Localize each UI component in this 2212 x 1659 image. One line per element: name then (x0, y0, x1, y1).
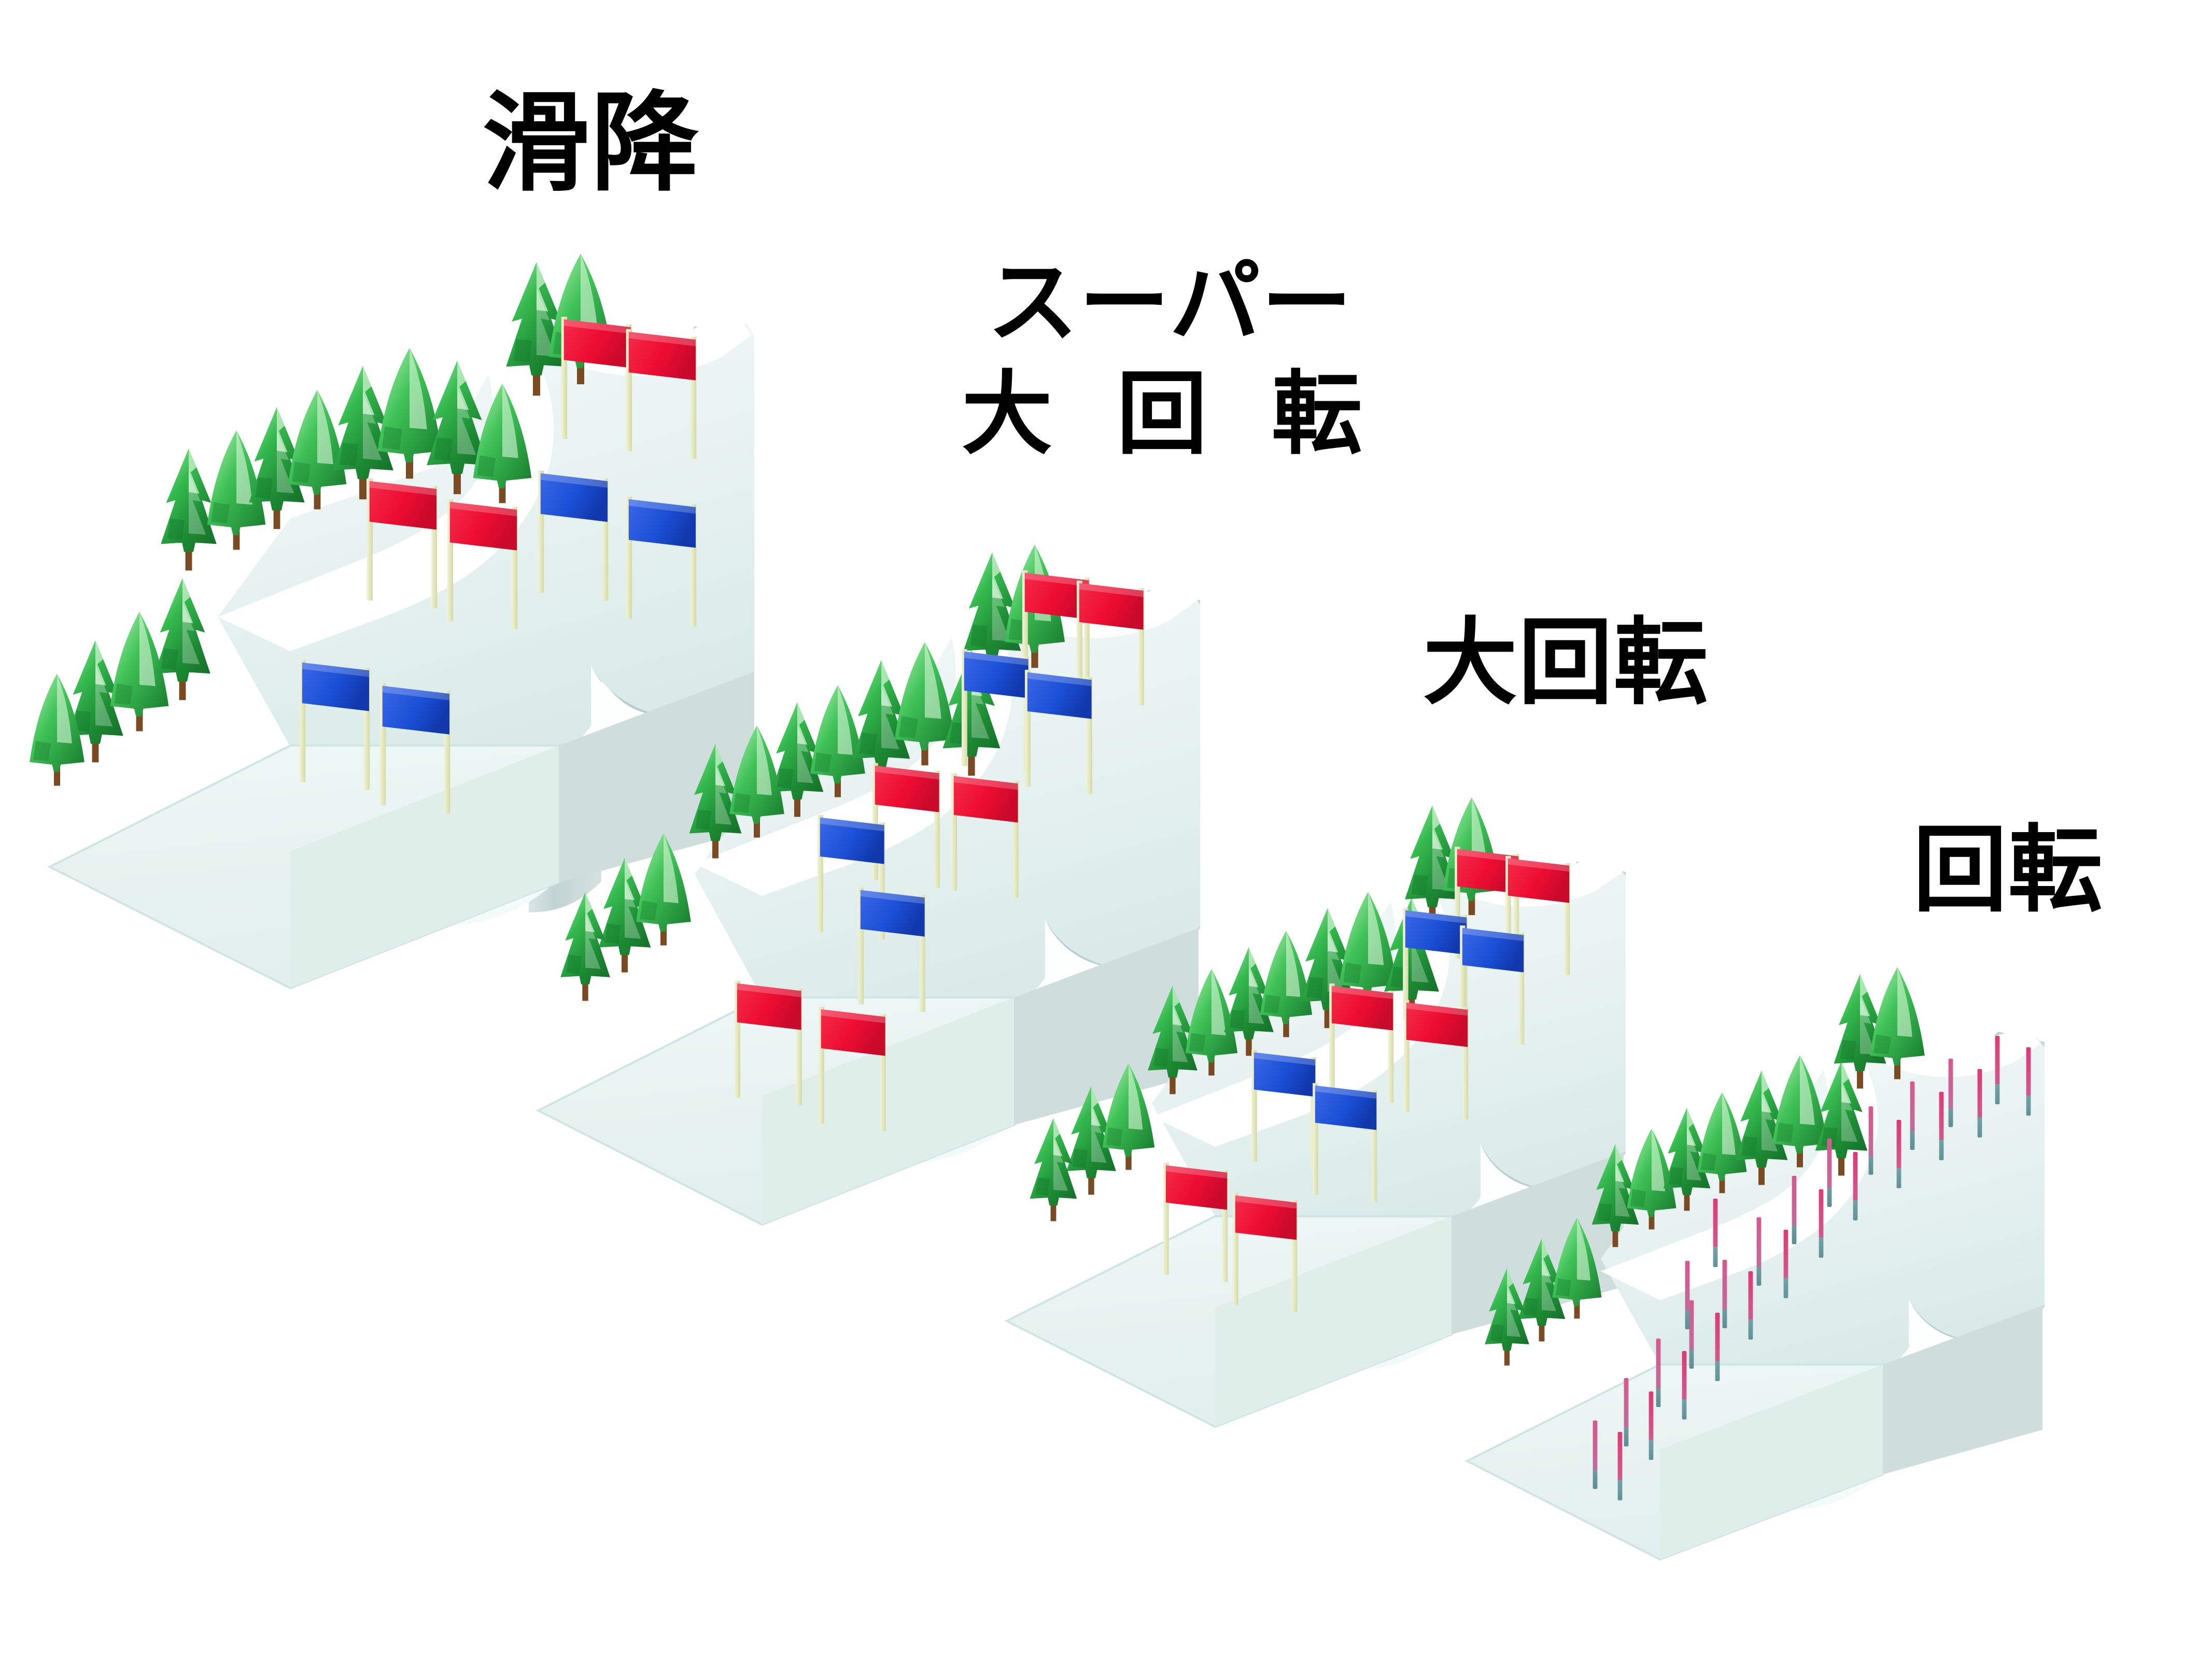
slalom-pole (1783, 1230, 1788, 1298)
slalom-pole (1868, 1106, 1873, 1175)
slalom-pole (1593, 1421, 1598, 1489)
label-super-giant-slalom: スーパー大 回 転 (962, 254, 1378, 463)
slalom-pole (1896, 1120, 1901, 1188)
label-super-g-line1: スーパー (987, 250, 1353, 356)
slalom-pole (1649, 1391, 1654, 1460)
label-super-g-line2: 大 回 転 (962, 362, 1379, 467)
slope-block-giant-slalom (1004, 797, 1626, 1428)
slalom-pole (1722, 1260, 1727, 1328)
piste-segment-middle (695, 596, 1012, 896)
slalom-pole (1685, 1261, 1690, 1329)
slalom-pole (1715, 1313, 1720, 1381)
label-downhill: 滑降 (482, 81, 700, 206)
terrain-base-apron-shade (1660, 1365, 1883, 1559)
slalom-pole (1656, 1339, 1661, 1407)
terrain-base-right-face (1883, 1305, 2042, 1474)
slalom-pole (1689, 1300, 1694, 1369)
slalom-pole (1995, 1036, 2000, 1104)
piste-segment-middle (218, 332, 554, 651)
slalom-pole (1819, 1189, 1824, 1258)
terrain-base-apron-shade (1215, 1216, 1452, 1427)
slalom-pole (1948, 1059, 1953, 1127)
slope-block-slalom (1464, 967, 2045, 1561)
slalom-pole (2026, 1047, 2031, 1116)
piste-segment-middle (1152, 868, 1450, 1147)
slalom-pole (1682, 1351, 1687, 1419)
slalom-pole (1977, 1069, 1982, 1137)
slalom-pole (1624, 1378, 1629, 1446)
slalom-pole (1827, 1138, 1832, 1207)
slalom-pole (1748, 1271, 1753, 1340)
slope-block-downhill (30, 254, 754, 990)
piste-segment-middle (1601, 1041, 1878, 1300)
label-giant-slalom: 大回転 (1423, 608, 1709, 718)
slalom-pole (1939, 1092, 1944, 1160)
slalom-pole (1756, 1217, 1762, 1286)
terrain-base-right-face (1014, 928, 1199, 1125)
terrain-base-apron-shade (762, 997, 1014, 1225)
slalom-pole (1617, 1432, 1623, 1500)
slalom-pole (1792, 1176, 1797, 1244)
terrain-base-apron-shade (290, 746, 559, 988)
slalom-pole (1713, 1199, 1718, 1267)
label-slalom: 回転 (1913, 815, 2104, 925)
slalom-pole (1853, 1152, 1858, 1220)
slope-block-super-g (536, 544, 1200, 1226)
slalom-pole (1910, 1081, 1915, 1150)
